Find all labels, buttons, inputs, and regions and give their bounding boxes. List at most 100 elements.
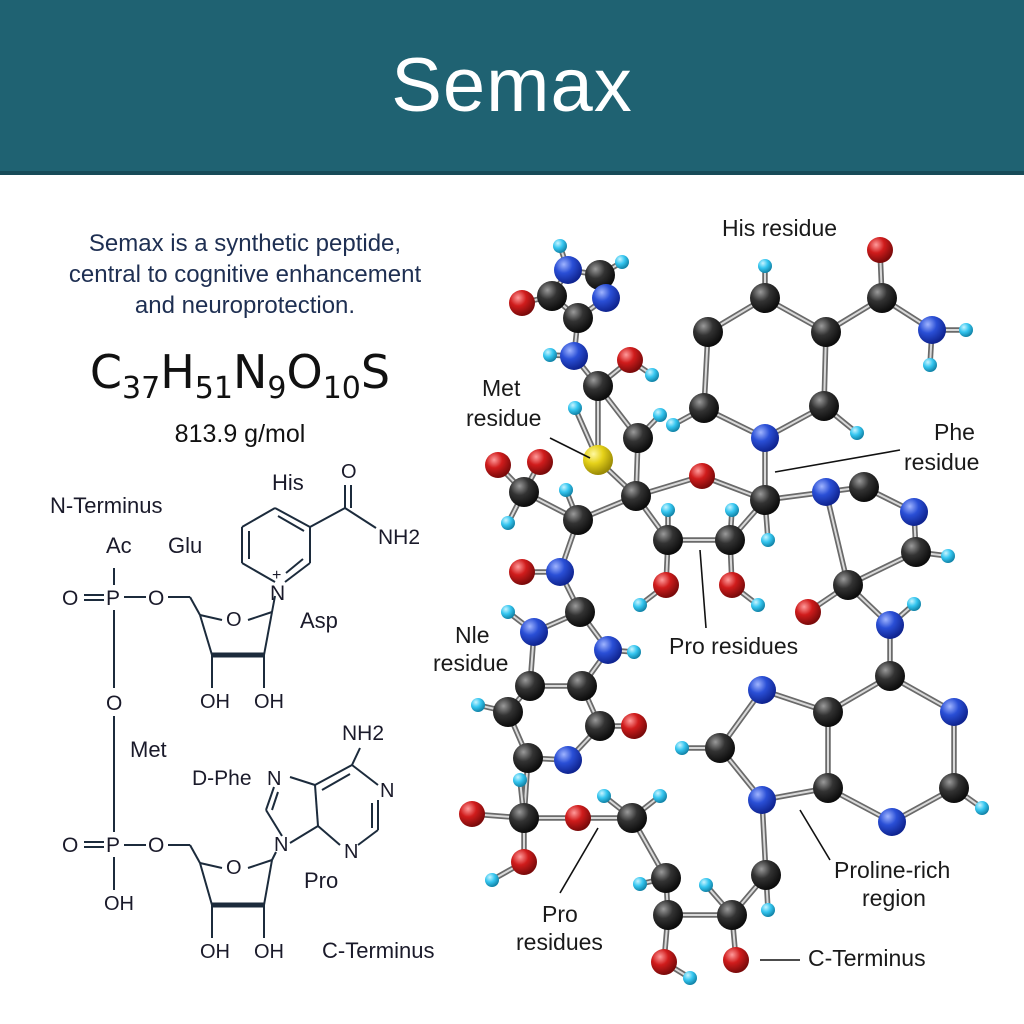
formula-element: O — [286, 345, 323, 399]
carbon-atom — [537, 281, 567, 311]
oxygen-atom — [509, 559, 535, 585]
oxygen-atom — [459, 801, 485, 827]
nitrogen-atom — [812, 478, 840, 506]
pro-residues-label: Pro residues — [669, 633, 798, 659]
model-bond-highlight — [825, 491, 849, 586]
hydrogen-atom — [653, 408, 667, 422]
charge-plus-label: + — [272, 567, 281, 584]
nitrogen-atom — [876, 611, 904, 639]
carbon-atom — [513, 743, 543, 773]
nitrogen-atom — [592, 284, 620, 312]
hydrogen-atom — [633, 877, 647, 891]
hydroxyl-label: OH — [200, 941, 230, 963]
purine-n-label: N — [344, 841, 358, 863]
carbon-atom — [715, 525, 745, 555]
carbon-atom — [813, 697, 843, 727]
carbon-atom — [750, 283, 780, 313]
hydrogen-atom — [501, 605, 515, 619]
oxygen-atom — [617, 347, 643, 373]
nitrogen-atom — [900, 498, 928, 526]
carbon-atom — [849, 472, 879, 502]
hydroxyl-label: OH — [254, 941, 284, 963]
nitrogen-atom — [940, 698, 968, 726]
carbon-atom — [867, 283, 897, 313]
hydrogen-atom — [559, 483, 573, 497]
phosphorus-top-label: P — [106, 587, 120, 610]
description: Semax is a synthetic peptide, central to… — [40, 228, 450, 321]
molecular-formula: C37H51N9O10S — [40, 345, 440, 406]
carbon-atom — [617, 803, 647, 833]
oxygen-atom — [689, 463, 715, 489]
formula-element: S — [360, 345, 391, 399]
carbon-atom — [651, 863, 681, 893]
glu-label: Glu — [168, 533, 202, 558]
page-title: Semax — [391, 43, 633, 128]
nitrogen-atom — [546, 558, 574, 586]
carbon-atom — [565, 597, 595, 627]
nitrogen-atom — [918, 316, 946, 344]
description-line: and neuroprotection. — [134, 292, 356, 319]
description-line: Semax is a synthetic peptide, — [88, 230, 402, 257]
nitrogen-atom — [748, 786, 776, 814]
hydrogen-atom — [661, 503, 675, 517]
nle-residue-label: Nle — [455, 622, 490, 648]
nitrogen-atom — [751, 424, 779, 452]
phosphate-o-label: O — [62, 587, 78, 610]
ring-o-label: O — [226, 857, 242, 879]
hydrogen-atom — [699, 878, 713, 892]
nitrogen-atom — [520, 618, 548, 646]
carbon-atom — [585, 260, 615, 290]
hydrogen-atom — [615, 255, 629, 269]
proline-rich-label: Proline-rich — [834, 857, 950, 883]
hydrogen-atom — [568, 401, 582, 415]
proline-rich-label: region — [862, 885, 926, 911]
nitrogen-atom — [554, 746, 582, 774]
formula-element: N — [232, 345, 268, 399]
oxygen-atom — [527, 449, 553, 475]
met-residue-label: Met — [482, 375, 521, 401]
oxygen-atom — [565, 805, 591, 831]
c-terminus-label: C-Terminus — [322, 938, 434, 963]
carbon-atom — [750, 485, 780, 515]
ester-o-label: O — [148, 587, 164, 610]
formula-count: 9 — [267, 371, 287, 406]
hydrogen-atom — [553, 239, 567, 253]
hydrogen-atom — [758, 259, 772, 273]
dphe-label: D-Phe — [192, 767, 252, 790]
carbon-atom — [563, 303, 593, 333]
formula-count: 51 — [194, 371, 233, 406]
oxygen-atom — [795, 599, 821, 625]
oxygen-atom — [509, 290, 535, 316]
met-label: Met — [130, 737, 167, 762]
carbon-atom — [939, 773, 969, 803]
phe-residue-label: residue — [904, 449, 979, 475]
hydrogen-atom — [513, 773, 527, 787]
nitrogen-atom — [748, 676, 776, 704]
hydrogen-atom — [725, 503, 739, 517]
label-leaders — [549, 437, 901, 961]
molar-mass: 813.9 g/mol — [174, 420, 306, 448]
purine-n-label: N — [380, 780, 394, 802]
hydrogen-atom — [675, 741, 689, 755]
c-terminus-3d-label: C-Terminus — [808, 945, 926, 971]
his-residue-label: His residue — [722, 215, 837, 241]
carbon-atom — [717, 900, 747, 930]
formula-count: 37 — [122, 371, 161, 406]
oxygen-atom — [867, 237, 893, 263]
hydrogen-atom — [761, 533, 775, 547]
oxygen-atom — [719, 572, 745, 598]
carbon-atom — [875, 661, 905, 691]
hydrogen-atom — [941, 549, 955, 563]
amine-nh2-label: NH2 — [342, 722, 384, 745]
model-atoms — [459, 237, 989, 985]
hydrogen-atom — [751, 598, 765, 612]
pyridinium-n-label: N — [270, 582, 285, 605]
hydrogen-atom — [683, 971, 697, 985]
description-line: central to cognitive enhancement — [68, 261, 422, 288]
nitrogen-atom — [594, 636, 622, 664]
hydrogen-atom — [501, 516, 515, 530]
nle-residue-label: residue — [433, 650, 508, 676]
purine-n-label: N — [274, 834, 288, 856]
hydrogen-atom — [975, 801, 989, 815]
